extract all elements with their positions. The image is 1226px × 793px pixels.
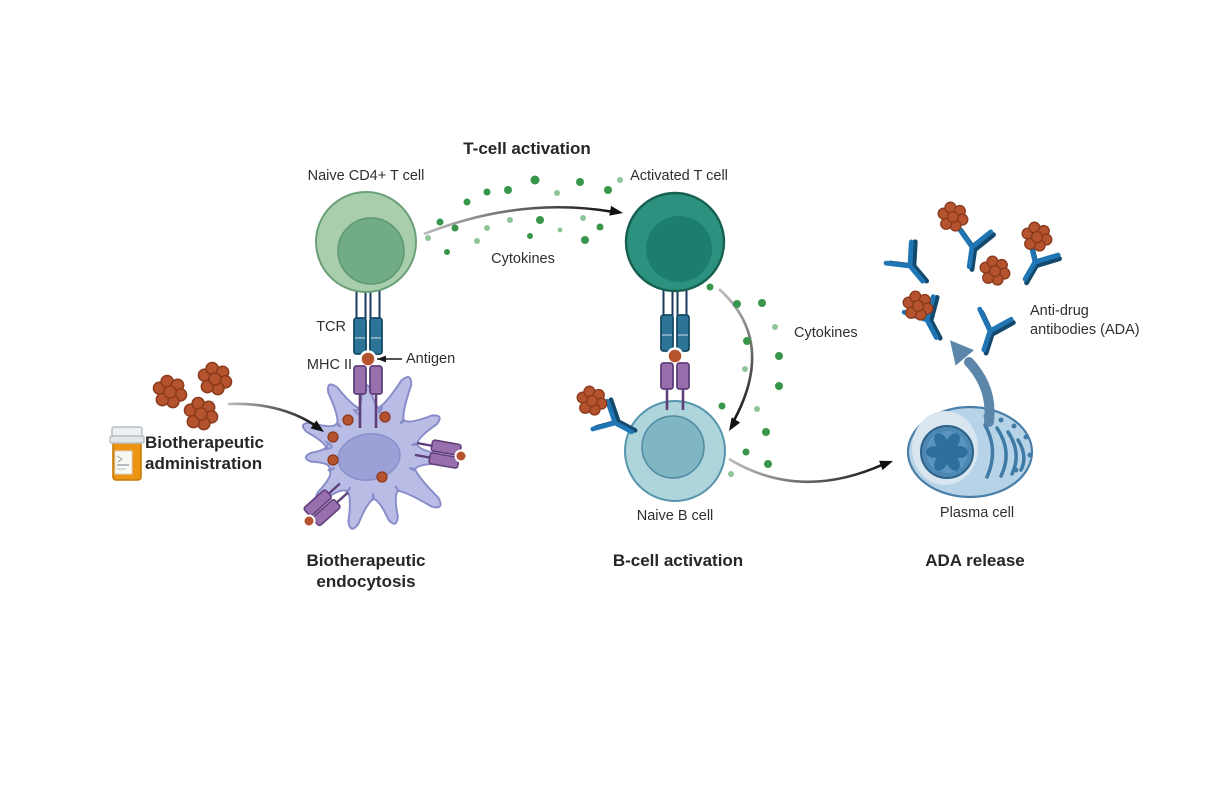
antigen-cluster-icon bbox=[183, 396, 219, 431]
antigen-cluster-icon bbox=[937, 201, 969, 232]
endocytosed-antigen-dots bbox=[327, 411, 391, 483]
antigen-dot bbox=[666, 347, 684, 365]
antibody-y-icon bbox=[967, 309, 1014, 358]
ada-release-arrow bbox=[950, 340, 995, 427]
cytokines-arrow bbox=[718, 288, 754, 431]
activated-t-cell-label: Activated T cell bbox=[630, 168, 728, 184]
er-structure bbox=[983, 413, 1033, 479]
biotherapeutic-clusters bbox=[152, 361, 233, 431]
naive-b-cell-label: Naive B cell bbox=[636, 508, 714, 524]
antibody-y-icon bbox=[886, 240, 939, 294]
differentiation-arrow bbox=[728, 457, 893, 484]
antigen-cluster-icon bbox=[979, 255, 1011, 286]
cytokines-top-label: Cytokines bbox=[491, 251, 555, 267]
naive-t-cell bbox=[315, 191, 417, 293]
plasma-cell-label: Plasma cell bbox=[939, 505, 1015, 521]
anti-drug-antibodies-label: Anti-drug antibodies (ADA) bbox=[1030, 303, 1140, 338]
activated-t-cell bbox=[624, 191, 726, 293]
cytokine-dots-top bbox=[425, 175, 623, 255]
plasma-cell bbox=[906, 405, 1034, 499]
antigen-dot bbox=[359, 350, 377, 368]
activation-arrow bbox=[423, 205, 623, 236]
naive-t-cell-label: Naive CD4+ T cell bbox=[307, 168, 425, 184]
administration-arrow bbox=[227, 402, 324, 432]
stage-title-biotherapeutic-endocytosis: Biotherapeutic endocytosis bbox=[306, 551, 426, 591]
antigen-cluster-icon bbox=[1021, 221, 1053, 252]
stage-title-b-cell-activation: B-cell activation bbox=[612, 551, 744, 570]
cytokines-right-label: Cytokines bbox=[794, 325, 858, 341]
tcr-label: TCR bbox=[316, 319, 346, 335]
dendritic-cell bbox=[301, 376, 468, 530]
biotherapeutic-administration-label: Biotherapeutic administration bbox=[145, 433, 265, 473]
pill-bottle-icon bbox=[109, 426, 145, 481]
tcr-mhc-complex-dendritic bbox=[353, 284, 402, 428]
antigen-label: Antigen bbox=[406, 351, 456, 367]
stage-title-t-cell-activation: T-cell activation bbox=[463, 139, 591, 158]
antigen-cluster-icon bbox=[197, 361, 233, 396]
cytokine-dots-right bbox=[706, 283, 783, 477]
naive-b-cell bbox=[624, 400, 726, 502]
antigen-cluster-icon bbox=[152, 374, 188, 409]
tcr-mhc-complex-bcell bbox=[660, 285, 690, 410]
stage-title-ada-release: ADA release bbox=[925, 551, 1025, 570]
antigen-cluster-icon bbox=[576, 385, 608, 416]
mhc-ii-label: MHC II bbox=[306, 357, 352, 373]
